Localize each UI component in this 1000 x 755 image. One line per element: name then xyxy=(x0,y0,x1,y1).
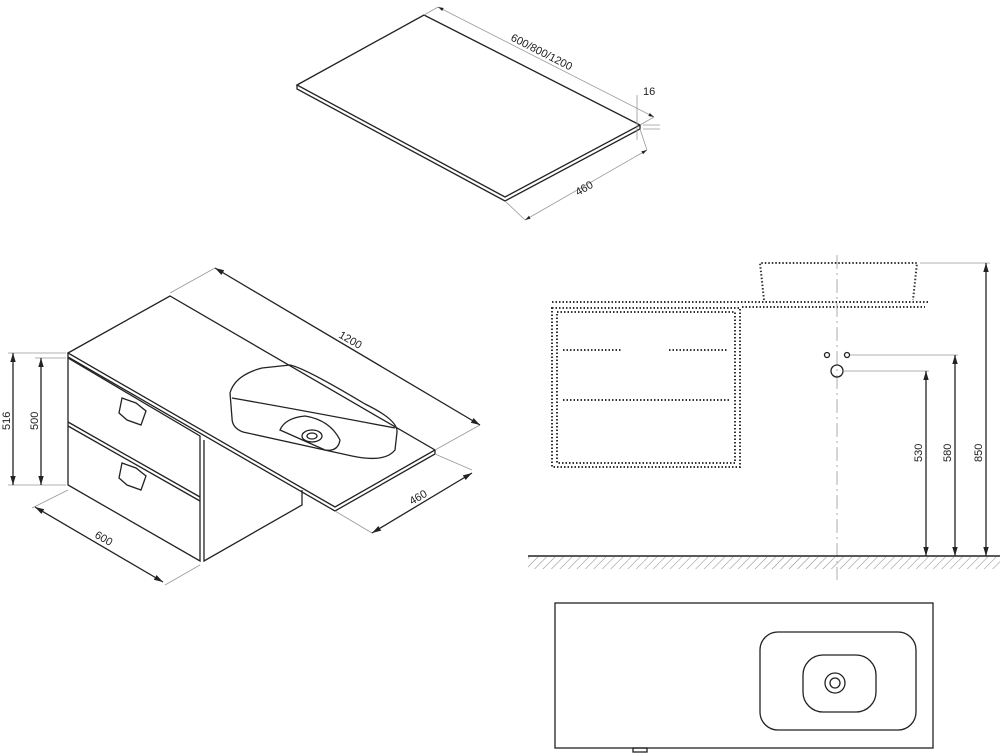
iso-depth-label: 460 xyxy=(408,488,430,508)
tap-height-label: 580 xyxy=(942,444,954,462)
front-elevation-view: 530 580 850 xyxy=(528,255,1000,580)
top-height-label: 850 xyxy=(973,444,985,462)
top-length-label: 600/800/1200 xyxy=(509,32,574,73)
iso-total-height-label: 516 xyxy=(1,412,13,430)
top-thickness-label: 16 xyxy=(643,86,655,98)
cabinet-isometric-view: 1200 460 516 500 600 xyxy=(1,267,481,586)
iso-width-label: 600 xyxy=(93,529,115,549)
drawer-handle-icon xyxy=(118,462,147,491)
plan-view xyxy=(554,602,934,753)
top-depth-label: 460 xyxy=(574,179,596,199)
drawer-handle-icon xyxy=(118,397,147,426)
iso-cabinet-height-label: 500 xyxy=(29,412,41,430)
countertop-top-view: 600/800/1200 16 460 xyxy=(295,6,660,221)
drain-height-label: 530 xyxy=(913,444,925,462)
